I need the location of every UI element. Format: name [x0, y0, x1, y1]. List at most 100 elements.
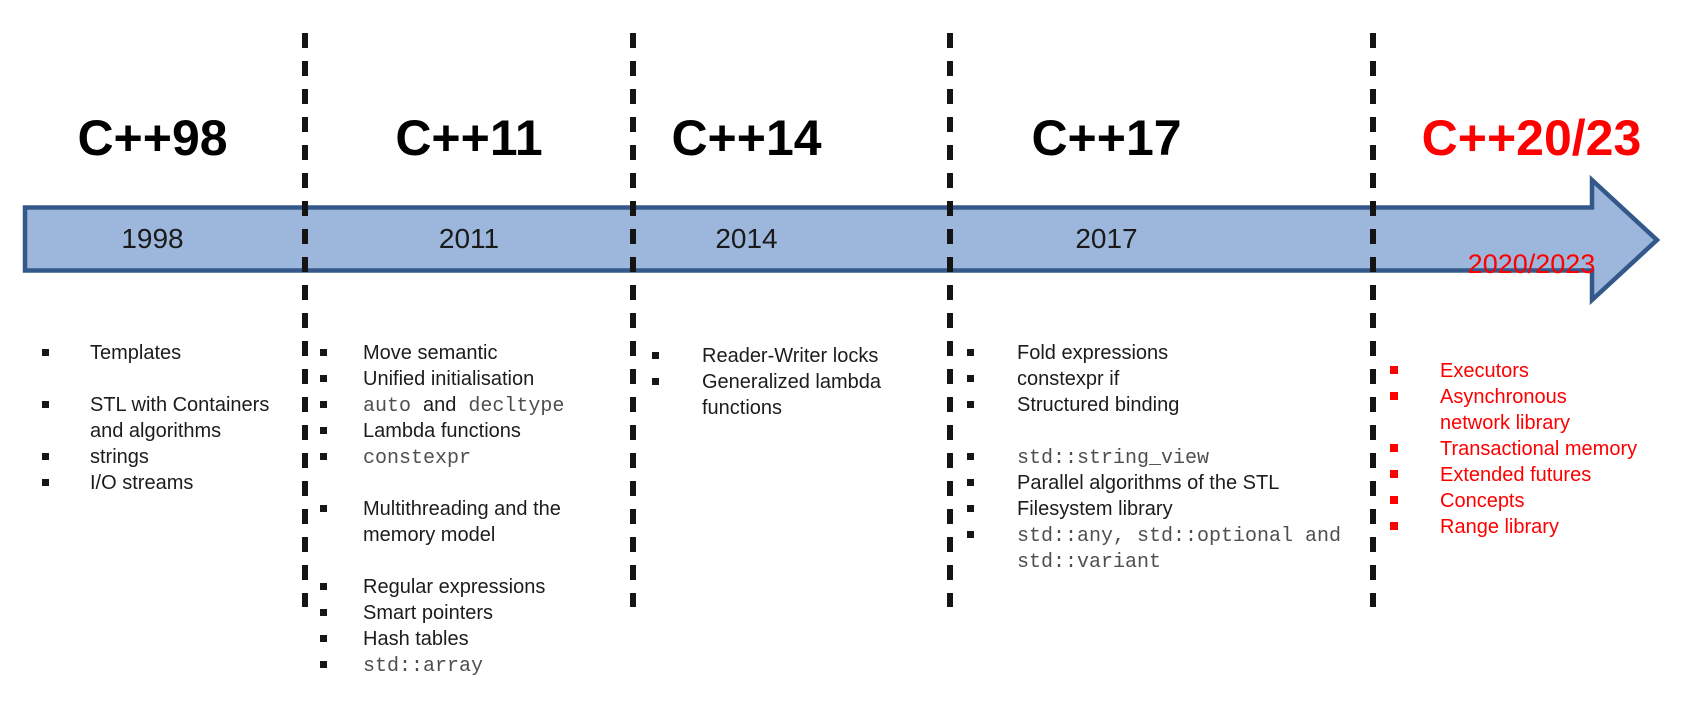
- feature-item: auto and decltype: [320, 392, 565, 418]
- bullet-icon: [1390, 366, 1398, 374]
- bullet-icon: [320, 609, 327, 616]
- feature-item: Transactional memory: [1390, 436, 1638, 462]
- feature-item: std::array: [320, 652, 564, 678]
- bullet-icon: [967, 349, 974, 356]
- feature-text: I/O streams: [90, 472, 194, 494]
- dashed-divider-2: [630, 33, 636, 607]
- feature-text: Regular expressions: [363, 576, 546, 598]
- bullet-icon: [652, 352, 659, 359]
- bullet-icon: [967, 479, 974, 486]
- feature-item: Generalized lambda: [652, 369, 881, 395]
- feature-item: std::string_view: [967, 444, 1341, 470]
- release-year-cpp11: 2011: [438, 223, 500, 254]
- feature-text: Filesystem library: [1017, 498, 1173, 520]
- bullet-icon: [320, 349, 327, 356]
- feature-text: Generalized lambda: [702, 371, 881, 393]
- code-text: std::variant: [1017, 551, 1162, 574]
- dashed-divider-3: [947, 33, 953, 607]
- version-title-cpp11: C++11: [395, 110, 543, 166]
- feature-text: Transactional memory: [1440, 438, 1638, 460]
- feature-text: Concepts: [1440, 490, 1525, 512]
- feature-item: Filesystem library: [967, 496, 1341, 522]
- bullet-icon: [967, 375, 974, 382]
- bullet-icon: [967, 401, 974, 408]
- feature-text: Asynchronous: [1440, 386, 1567, 408]
- feature-item: Executors: [1390, 358, 1637, 384]
- bullet-icon: [320, 505, 327, 512]
- feature-item: Parallel algorithms of the STL: [967, 470, 1341, 496]
- bullet-icon: [320, 453, 327, 460]
- feature-item: strings: [42, 444, 269, 470]
- bullet-icon: [320, 583, 327, 590]
- feature-text: strings: [90, 446, 149, 468]
- feature-item: network library: [1440, 410, 1637, 436]
- bullet-icon: [320, 427, 327, 434]
- bullet-icon: [320, 635, 327, 642]
- release-year-cpp17: 2017: [1075, 223, 1138, 254]
- feature-text: constexpr if: [1017, 368, 1120, 390]
- bullet-icon: [1390, 444, 1398, 452]
- release-year-cpp98: 1998: [121, 223, 184, 254]
- feature-text: Templates: [90, 342, 182, 364]
- feature-text: Unified initialisation: [363, 368, 535, 390]
- dashed-divider-1: [302, 33, 308, 607]
- arrow-shape: [22, 174, 1661, 306]
- feature-text: Smart pointers: [363, 602, 494, 624]
- feature-text: Move semantic: [363, 342, 498, 364]
- feature-item: Fold expressions: [967, 340, 1341, 366]
- feature-item: Extended futures: [1390, 462, 1637, 488]
- feature-item: constexpr if: [967, 366, 1341, 392]
- bullet-icon: [42, 479, 49, 486]
- bullet-icon: [1390, 522, 1398, 530]
- bullet-icon: [1390, 392, 1398, 400]
- version-title-cpp17: C++17: [1031, 110, 1182, 166]
- feature-item: Concepts: [1390, 488, 1637, 514]
- feature-text: Lambda functions: [363, 420, 521, 442]
- bullet-icon: [42, 401, 49, 408]
- version-title-cpp20-23: C++20/23: [1421, 110, 1642, 166]
- feature-item: Unified initialisation: [320, 366, 564, 392]
- feature-item: Regular expressions: [320, 574, 564, 600]
- code-text: constexpr: [363, 447, 472, 470]
- feature-text: functions: [702, 397, 783, 419]
- feature-text: Reader-Writer locks: [702, 345, 879, 367]
- feature-text: Structured binding: [1017, 394, 1180, 416]
- feature-text: Executors: [1440, 360, 1529, 382]
- feature-item: functions: [702, 395, 881, 421]
- feature-item: Reader-Writer locks: [652, 343, 881, 369]
- feature-text: STL with Containers: [90, 394, 270, 416]
- feature-item: Move semantic: [320, 340, 564, 366]
- bullet-icon: [967, 505, 974, 512]
- feature-text: and: [423, 394, 457, 416]
- code-text: std::array: [363, 655, 484, 678]
- feature-item: Templates: [42, 340, 269, 366]
- version-title-cpp14: C++14: [671, 110, 822, 166]
- dashed-divider-4: [1370, 33, 1376, 607]
- feature-item: std::any, std::optional and: [967, 522, 1342, 548]
- feature-item: I/O streams: [42, 470, 269, 496]
- bullet-icon: [967, 453, 974, 460]
- feature-item: Lambda functions: [320, 418, 564, 444]
- code-text: std::any, std::optional and: [1017, 525, 1342, 548]
- feature-item: STL with Containers: [42, 392, 270, 418]
- feature-item: Hash tables: [320, 626, 564, 652]
- feature-text: Extended futures: [1440, 464, 1592, 486]
- feature-item: constexpr: [320, 444, 564, 470]
- feature-text: Multithreading and the: [363, 498, 561, 520]
- feature-item: memory model: [363, 522, 564, 548]
- code-text: decltype: [456, 395, 565, 418]
- feature-item: Multithreading and the: [320, 496, 564, 522]
- bullet-icon: [42, 453, 49, 460]
- feature-text: memory model: [363, 524, 496, 546]
- feature-item: Structured binding: [967, 392, 1341, 418]
- bullet-icon: [320, 401, 327, 408]
- feature-item: and algorithms: [90, 418, 269, 444]
- code-text: auto: [363, 395, 424, 418]
- feature-item: Asynchronous: [1390, 384, 1637, 410]
